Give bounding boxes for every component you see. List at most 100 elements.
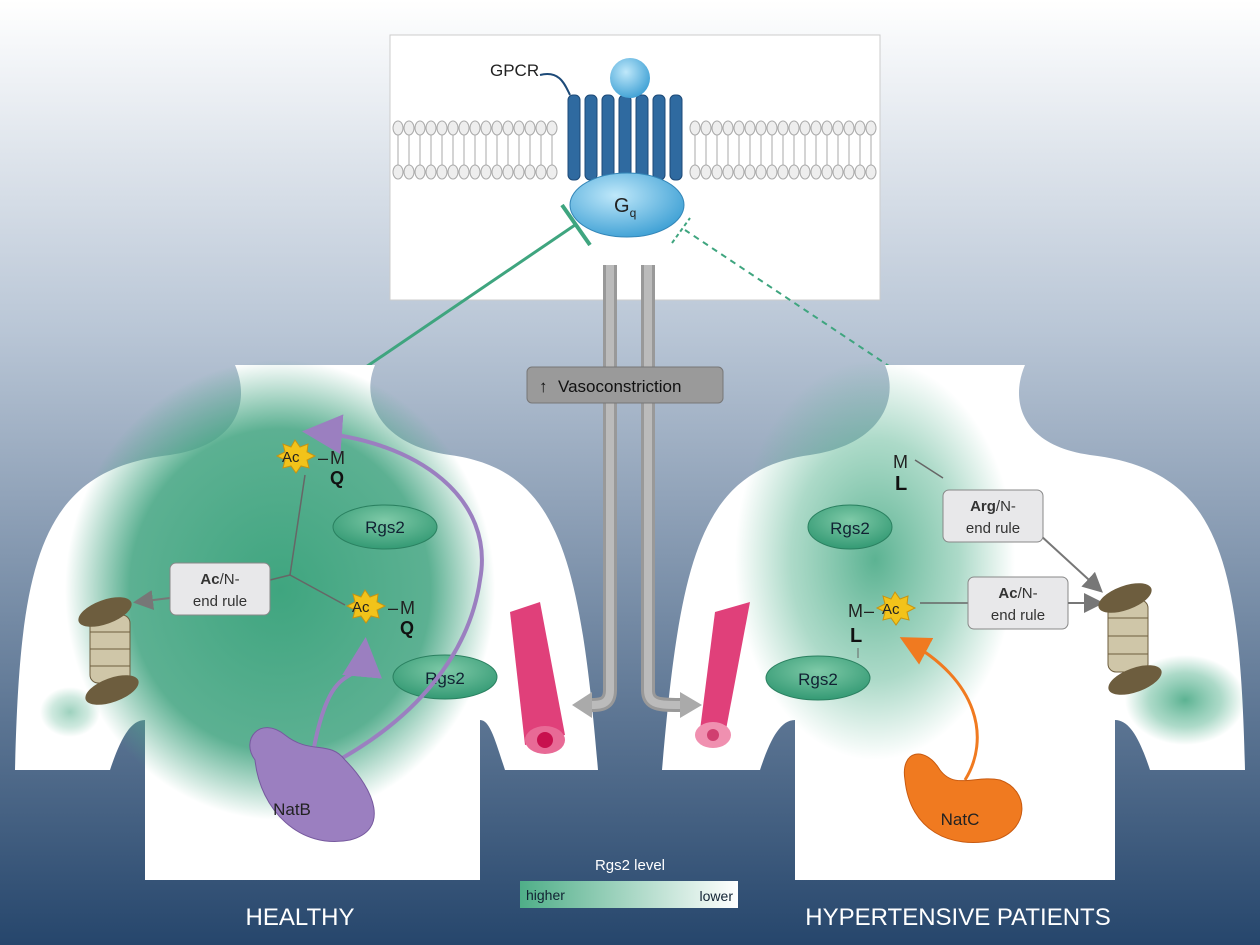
- natc-enzyme: [903, 753, 1023, 843]
- lipid-head: [469, 120, 481, 136]
- svg-text:L: L: [895, 473, 907, 495]
- hypertensive-title: HYPERTENSIVE PATIENTS: [805, 904, 1110, 931]
- lipid-head: [535, 120, 547, 136]
- lipid-head: [535, 164, 547, 180]
- gq-protein: [569, 172, 685, 238]
- rgs2-protein: [765, 655, 871, 701]
- lipid-head: [502, 120, 514, 136]
- rgs2-glow-healthy: [65, 360, 495, 820]
- rgs2-protein: [807, 504, 893, 550]
- lipid-head: [722, 164, 734, 180]
- lipid-head: [788, 120, 800, 136]
- blood-vessel-hypertensive: [695, 602, 750, 748]
- lipid-head: [821, 164, 833, 180]
- lipid-head: [447, 120, 459, 136]
- lipid-head: [799, 164, 811, 180]
- lipid-head: [854, 164, 866, 180]
- lipid-head: [414, 120, 426, 136]
- svg-text:NatC: NatC: [941, 810, 980, 829]
- svg-text:end rule: end rule: [193, 593, 247, 610]
- lipid-head: [403, 120, 415, 136]
- lipid-head: [700, 164, 712, 180]
- lipid-head: [513, 164, 525, 180]
- lipid-head: [436, 164, 448, 180]
- acetyl-star-icon: [345, 589, 387, 624]
- rgs2-glow-hypertensive: [735, 360, 1015, 760]
- lipid-head: [425, 120, 437, 136]
- lipid-head: [491, 120, 503, 136]
- vasoconstriction-label: Vasoconstriction: [558, 377, 681, 396]
- lipid-head: [843, 164, 855, 180]
- svg-text:M: M: [893, 452, 908, 472]
- lipid-head: [799, 120, 811, 136]
- svg-text:M: M: [400, 598, 415, 618]
- lipid-head: [843, 120, 855, 136]
- gpcr-receptor: [567, 94, 683, 181]
- lipid-head: [755, 120, 767, 136]
- lipid-head: [436, 120, 448, 136]
- gpcr-label: GPCR: [490, 61, 539, 80]
- lipid-head: [744, 120, 756, 136]
- healthy-pathway: Ac/N- end rule Ac – M Q Rgs2 Ac – M Q Rg…: [78, 414, 498, 842]
- lipid-head: [832, 164, 844, 180]
- lipid-head: [392, 164, 404, 180]
- lipid-head: [502, 164, 514, 180]
- svg-text:L: L: [850, 625, 862, 647]
- lipid-head: [491, 164, 503, 180]
- lipid-head: [458, 120, 470, 136]
- membrane: [392, 120, 877, 180]
- lipid-head: [425, 164, 437, 180]
- svg-text:Ac/N-: Ac/N-: [998, 585, 1037, 602]
- svg-text:↑: ↑: [539, 377, 548, 396]
- lipid-head: [513, 120, 525, 136]
- svg-text:Ac/N-: Ac/N-: [200, 571, 239, 588]
- arg-n-end-rule-box: [942, 489, 1044, 543]
- lipid-head: [733, 164, 745, 180]
- svg-text:Q: Q: [330, 468, 344, 488]
- lipid-head: [414, 164, 426, 180]
- lipid-head: [777, 120, 789, 136]
- lipid-head: [744, 164, 756, 180]
- svg-text:M: M: [330, 448, 345, 468]
- svg-text:Rgs2: Rgs2: [830, 519, 870, 538]
- lipid-head: [711, 164, 723, 180]
- gq-label: Gq: [614, 195, 636, 220]
- lipid-head: [810, 164, 822, 180]
- lipid-head: [700, 120, 712, 136]
- lipid-head: [458, 164, 470, 180]
- svg-text:end rule: end rule: [991, 607, 1045, 624]
- lipid-head: [865, 164, 877, 180]
- svg-text:Arg/N-: Arg/N-: [970, 498, 1016, 515]
- svg-text:Ac: Ac: [282, 449, 300, 466]
- lipid-head: [689, 120, 701, 136]
- healthy-title: HEALTHY: [246, 904, 355, 931]
- lipid-head: [755, 164, 767, 180]
- lipid-head: [689, 164, 701, 180]
- svg-text:Ac: Ac: [882, 601, 900, 618]
- lipid-head: [524, 120, 536, 136]
- proteasome-icon-hypertensive: [1098, 583, 1162, 695]
- svg-text:–: –: [864, 601, 874, 621]
- lipid-head: [821, 120, 833, 136]
- lipid-head: [854, 120, 866, 136]
- svg-text:lower: lower: [700, 888, 734, 904]
- svg-text:–: –: [388, 598, 398, 618]
- svg-text:higher: higher: [526, 887, 565, 903]
- lipid-head: [766, 120, 778, 136]
- svg-text:NatB: NatB: [273, 800, 311, 819]
- lipid-head: [722, 120, 734, 136]
- lipid-head: [546, 164, 558, 180]
- acetyl-star-icon: [875, 591, 917, 626]
- lipid-head: [480, 164, 492, 180]
- lipid-head: [810, 120, 822, 136]
- rgs2-protein: [332, 504, 438, 550]
- lipid-head: [392, 120, 404, 136]
- lipid-head: [403, 164, 415, 180]
- svg-text:Rgs2: Rgs2: [365, 518, 405, 537]
- vasoconstriction-box: ↑ Vasoconstriction: [526, 366, 724, 404]
- lipid-head: [865, 120, 877, 136]
- svg-text:M: M: [848, 601, 863, 621]
- svg-text:Ac: Ac: [352, 599, 370, 616]
- svg-text:end rule: end rule: [966, 520, 1020, 537]
- lipid-head: [733, 120, 745, 136]
